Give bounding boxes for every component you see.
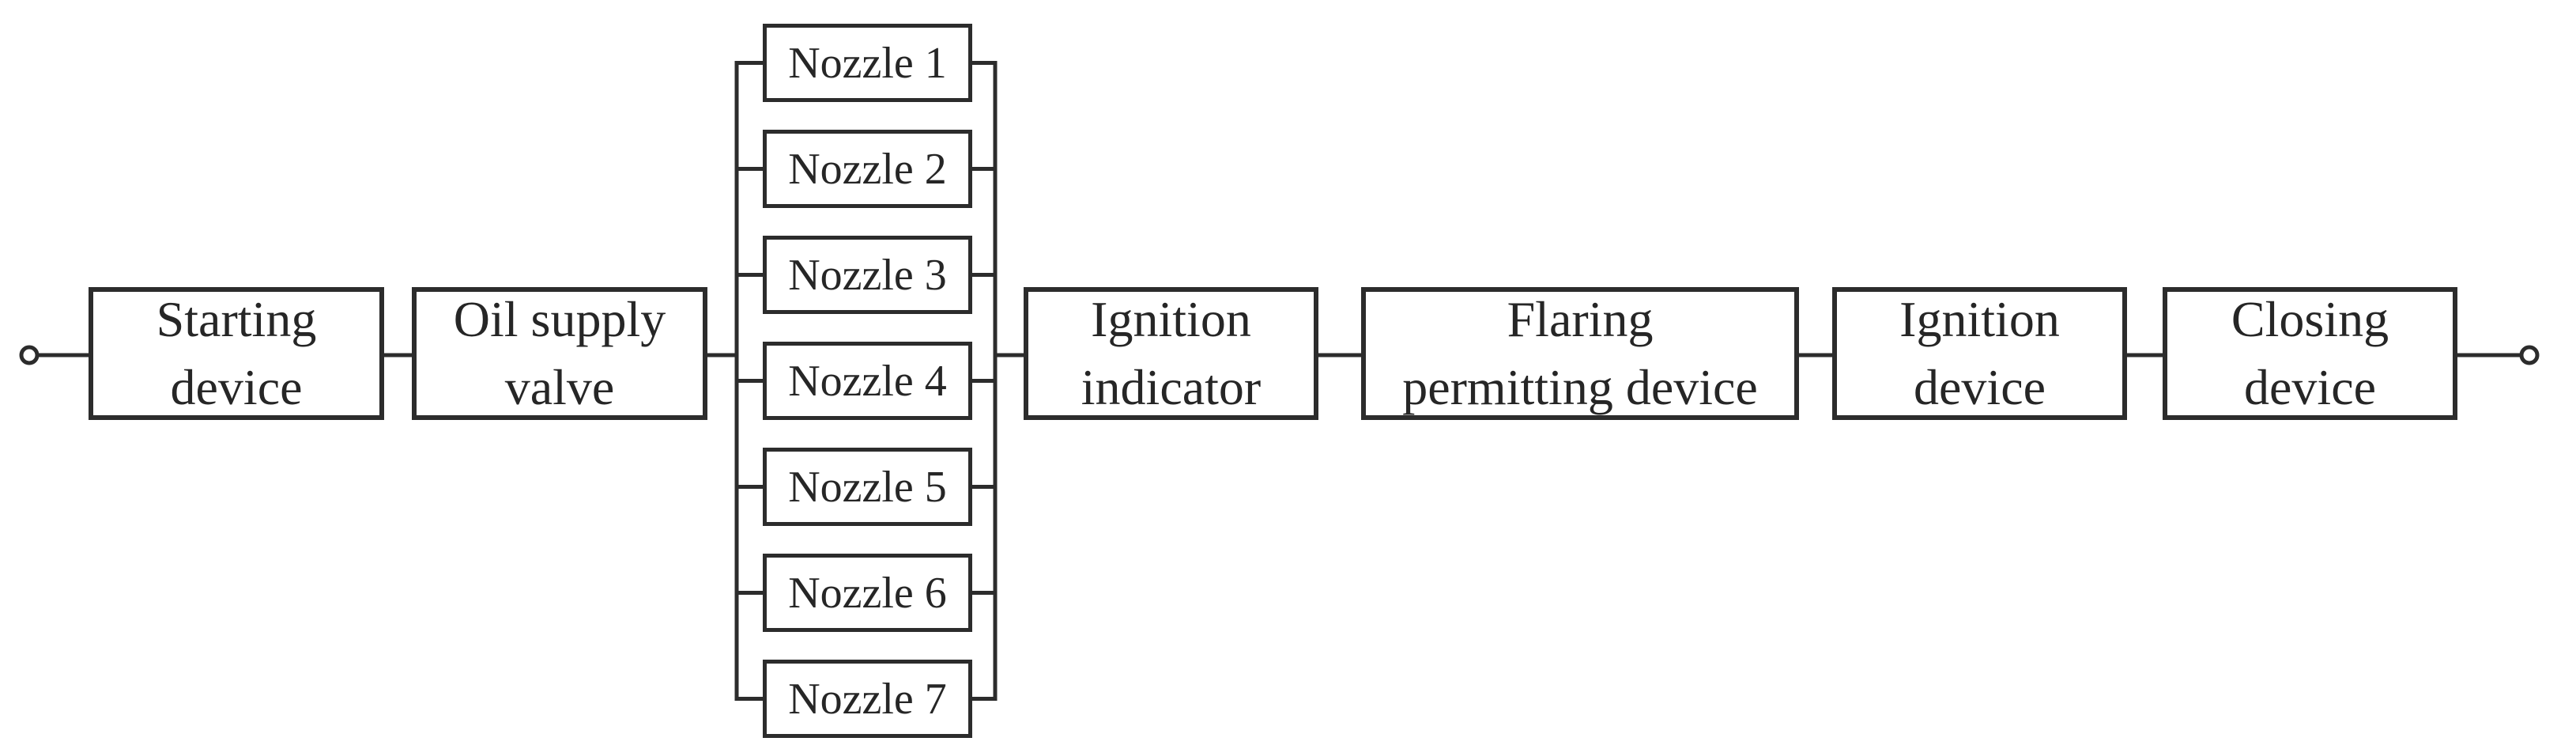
block-label-line: valve [504,359,615,415]
block-closing-device: Closing device [2163,287,2457,420]
block-label-line: Flaring [1507,291,1654,347]
block-label-line: Starting [156,291,317,347]
block-nozzle-2: Nozzle 2 [763,130,972,208]
block-label-line: device [1914,359,2046,415]
block-ignition-indicator: Ignition indicator [1024,287,1318,420]
block-starting-device: Starting device [89,287,384,420]
block-label-line: Nozzle 3 [788,250,947,300]
block-flaring-permitting-device: Flaring permitting device [1361,287,1799,420]
block-label-line: Nozzle 2 [788,144,947,194]
block-label-line: indicator [1081,359,1262,415]
block-nozzle-3: Nozzle 3 [763,236,972,314]
block-nozzle-7: Nozzle 7 [763,660,972,738]
block-oil-supply-valve: Oil supply valve [412,287,707,420]
block-nozzle-6: Nozzle 6 [763,554,972,632]
block-label-line: device [170,359,303,415]
block-label-line: Ignition [1899,291,2060,347]
block-label-line: Nozzle 4 [788,356,947,406]
block-nozzle-4: Nozzle 4 [763,342,972,420]
block-label-line: Nozzle 6 [788,568,947,618]
block-nozzle-5: Nozzle 5 [763,448,972,526]
block-label-line: device [2244,359,2376,415]
block-label-line: Nozzle 1 [788,38,947,88]
block-label-line: Oil supply [453,291,666,347]
block-label-line: Nozzle 5 [788,462,947,512]
block-label-line: permitting device [1402,359,1758,415]
start-terminal-icon [19,345,40,365]
block-ignition-device: Ignition device [1832,287,2127,420]
block-nozzle-1: Nozzle 1 [763,24,972,102]
block-label-line: Ignition [1091,291,1251,347]
end-terminal-icon [2519,345,2540,365]
block-label-line: Closing [2231,291,2389,347]
block-label-line: Nozzle 7 [788,674,947,724]
